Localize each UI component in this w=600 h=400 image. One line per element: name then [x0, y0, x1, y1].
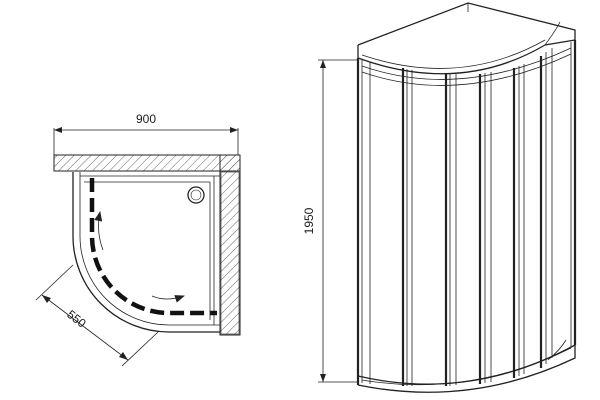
drain-icon [187, 186, 205, 204]
shower-tray-outline [72, 172, 220, 333]
plan-walls [53, 154, 241, 336]
width-dimension-label: 900 [136, 112, 156, 126]
top-rail [361, 47, 572, 86]
frame-profiles [356, 40, 577, 385]
door-opening-arrows [94, 211, 185, 303]
base-tray [357, 339, 576, 393]
radius-dimension: 550 [35, 264, 159, 367]
plan-view: 900 [35, 112, 241, 367]
door-panels [369, 48, 553, 386]
height-dimension-label: 1950 [302, 207, 316, 234]
sliding-doors [89, 178, 217, 316]
top-cap [357, 2, 576, 75]
elevation-view: 1950 [302, 2, 577, 393]
height-dimension: 1950 [302, 59, 358, 383]
width-dimension: 900 [53, 112, 239, 155]
